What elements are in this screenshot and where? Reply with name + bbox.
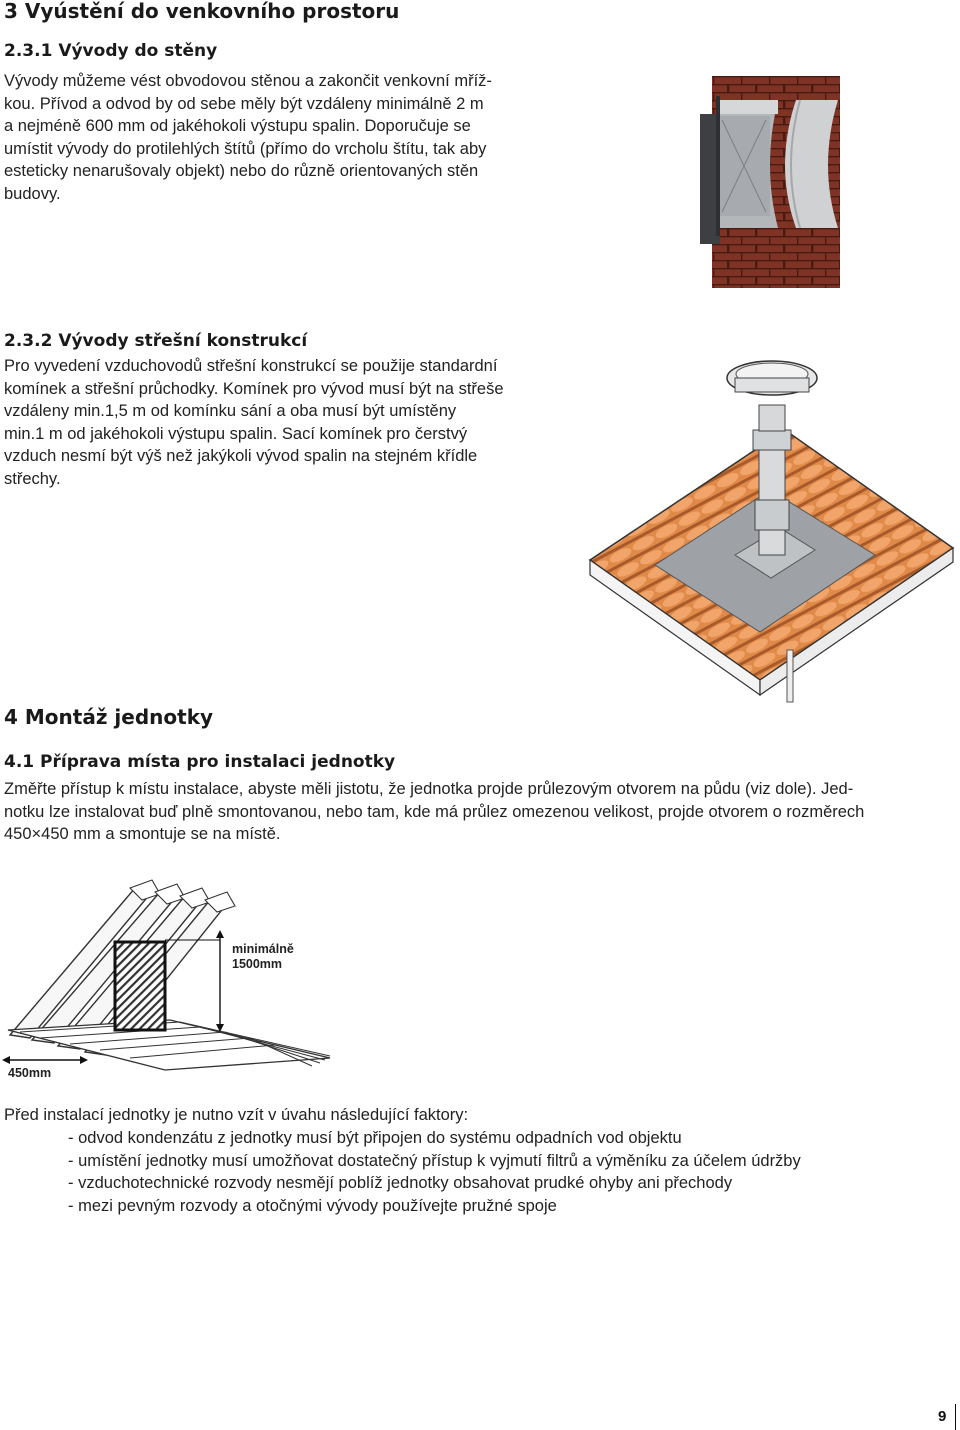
wall-vent-illustration bbox=[700, 76, 840, 288]
text-line: notku lze instalovat buď plně smontovano… bbox=[4, 802, 865, 821]
text-line: a nejméně 600 mm od jakéhokoli výstupu s… bbox=[4, 117, 471, 136]
subsection-4-1-text: Změřte přístup k místu instalace, abyste… bbox=[4, 778, 954, 846]
subsection-2-3-2-title: 2.3.2 Vývody střešní konstrukcí bbox=[4, 331, 308, 351]
section-4-title: 4 Montáž jednotky bbox=[4, 705, 214, 729]
min-height-label-line2: 1500mm bbox=[232, 957, 282, 971]
factor-item: umístění jednotky musí umožňovat dostate… bbox=[68, 1150, 948, 1173]
text-line: 450×450 mm a smontuje se na místě. bbox=[4, 825, 281, 844]
factor-item: vzduchotechnické rozvody nesmějí poblíž … bbox=[68, 1172, 948, 1195]
width-label: 450mm bbox=[8, 1066, 51, 1080]
page-number-divider bbox=[955, 1404, 957, 1430]
page-number-box: 9 bbox=[928, 1404, 960, 1430]
text-line: Vývody můžeme vést obvodovou stěnou a za… bbox=[4, 72, 492, 90]
page-number: 9 bbox=[938, 1408, 947, 1425]
text-line: vzdáleny min.1,5 m od komínku sání a oba… bbox=[4, 402, 457, 421]
factors-list: odvod kondenzátu z jednotky musí být při… bbox=[68, 1127, 948, 1217]
subsection-2-3-1-text: Vývody můžeme vést obvodovou stěnou a za… bbox=[4, 70, 604, 206]
text-line: komínek a střešní průchodky. Komínek pro… bbox=[4, 379, 504, 398]
subsection-2-3-2-text: Pro vyvedení vzduchovodů střešní konstru… bbox=[4, 355, 584, 491]
text-line: kou. Přívod a odvod by od sebe měly být … bbox=[4, 94, 484, 113]
min-height-label-line1: minimálně bbox=[232, 942, 294, 956]
text-line: Pro vyvedení vzduchovodů střešní konstru… bbox=[4, 357, 498, 375]
text-line: střechy. bbox=[4, 469, 61, 488]
text-line: budovy. bbox=[4, 184, 61, 203]
section-3-title: 3 Vyústění do venkovního prostoru bbox=[4, 0, 400, 23]
factors-intro: Před instalací jednotky je nutno vzít v … bbox=[4, 1106, 469, 1124]
factor-item: odvod kondenzátu z jednotky musí být při… bbox=[68, 1127, 948, 1150]
text-line: umístit vývody do protilehlých štítů (př… bbox=[4, 139, 487, 158]
factor-item: mezi pevným rozvody a otočnými vývody po… bbox=[68, 1195, 948, 1218]
text-line: esteticky nenarušovaly objekt) nebo do r… bbox=[4, 162, 479, 181]
text-line: Změřte přístup k místu instalace, abyste… bbox=[4, 780, 854, 798]
attic-hatch-diagram: minimálně 1500mm 450mm bbox=[2, 879, 331, 1080]
roof-chimney-illustration bbox=[588, 360, 955, 703]
text-line: vzduch nesmí být výš než jakýkoli vývod … bbox=[4, 447, 478, 466]
subsection-4-1-title: 4.1 Příprava místa pro instalaci jednotk… bbox=[4, 752, 396, 772]
subsection-2-3-1-title: 2.3.1 Vývody do stěny bbox=[4, 41, 218, 61]
text-line: min.1 m od jakéhokoli výstupu spalin. Sa… bbox=[4, 424, 468, 443]
